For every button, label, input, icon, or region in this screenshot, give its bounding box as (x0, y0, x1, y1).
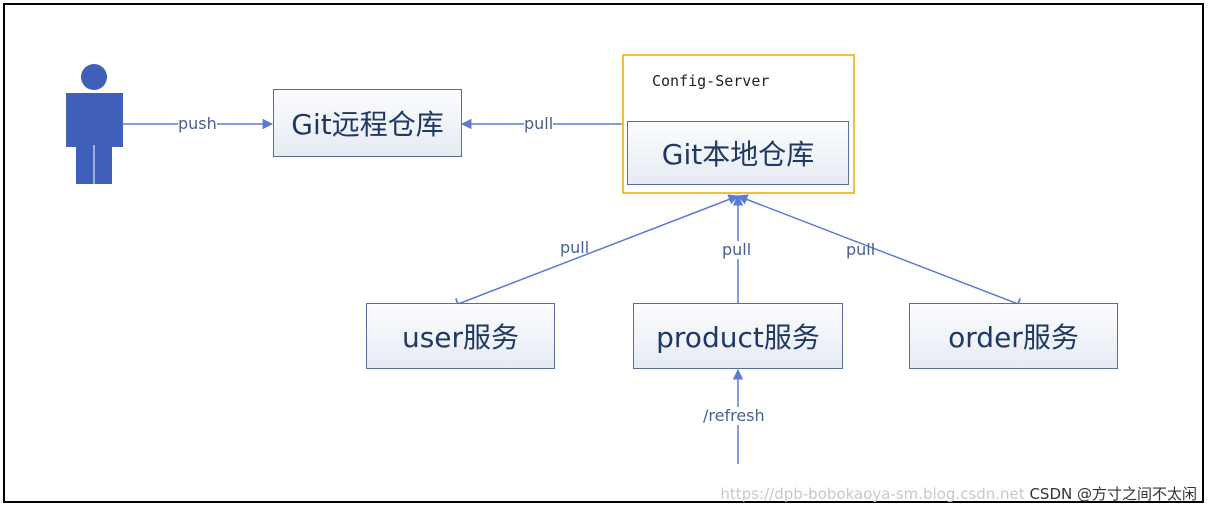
person-icon (66, 64, 123, 184)
refresh-label: /refresh (703, 406, 765, 425)
watermark-url: https://dpb-bobokaoya-sm.blog.csdn.net (720, 485, 1025, 503)
pull-user-edge (455, 194, 739, 310)
pull-order-edge (737, 194, 1021, 310)
watermark: https://dpb-bobokaoya-sm.blog.csdn.net C… (720, 483, 1197, 504)
pull-product-label: pull (722, 240, 752, 259)
pull-order-label: pull (846, 240, 876, 259)
pull-remote-label: pull (524, 114, 554, 133)
local-repo-node: Git本地仓库 (627, 121, 849, 185)
order-service-node: order服务 (909, 303, 1118, 369)
product-service-node: product服务 (633, 303, 843, 369)
user-service-node: user服务 (366, 303, 555, 369)
push-label: push (178, 114, 217, 133)
diagram-frame (3, 3, 1204, 503)
remote-repo-node: Git远程仓库 (273, 89, 462, 157)
watermark-author: CSDN @方寸之间不太闲 (1029, 485, 1197, 503)
pull-user-label: pull (560, 238, 590, 257)
config-server-title: Config-Server (652, 72, 770, 90)
